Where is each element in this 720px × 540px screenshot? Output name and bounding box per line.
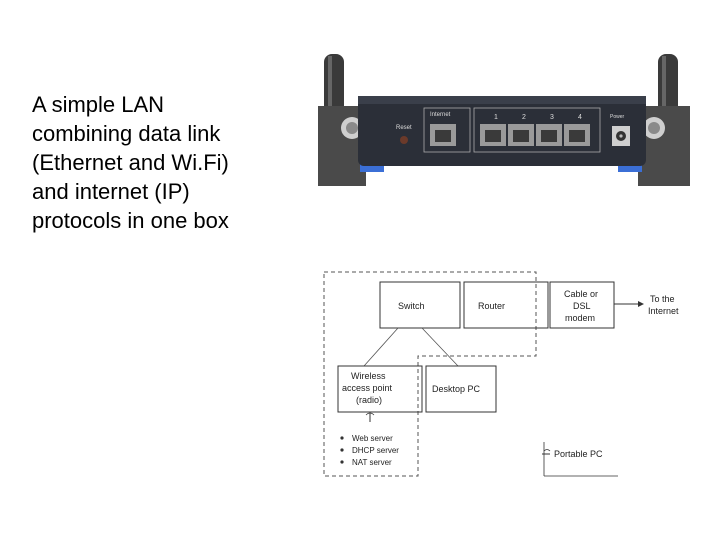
reset-label: Reset (396, 125, 412, 131)
caption: A simple LAN combining data link (Ethern… (32, 90, 302, 235)
modem-line-3: modem (565, 313, 595, 323)
right-bracket (638, 106, 690, 186)
router-photo: Reset Internet 1 2 3 4 Power (318, 54, 690, 186)
modem-box (549, 281, 615, 329)
wireless-signal-icon (365, 412, 375, 422)
port-3-label: 3 (550, 114, 554, 121)
modem-line-1: Cable or (564, 289, 598, 299)
wireless-ap-line-3: (radio) (356, 395, 382, 405)
router-label: Router (478, 301, 505, 311)
caption-line-2: combining data link (32, 121, 221, 146)
internet-line-1: To the (650, 294, 675, 304)
service-nat: NAT server (352, 458, 392, 467)
services-list: Web server DHCP server NAT server (340, 434, 399, 467)
internet-line-2: Internet (648, 306, 679, 316)
desktop-label: Desktop PC (432, 384, 481, 394)
switch-to-desktop-link (421, 327, 459, 367)
network-diagram: Switch Router Cable or DSL modem To the … (323, 271, 679, 477)
caption-line-4: and internet (IP) (32, 179, 190, 204)
wireless-ap-line-1: Wireless (351, 371, 386, 381)
portable-wireless-icon (542, 449, 551, 455)
port-2-label: 2 (522, 114, 526, 121)
portable-pc-label: Portable PC (554, 449, 603, 459)
service-dhcp: DHCP server (352, 446, 399, 455)
port-1-label: 1 (494, 114, 498, 121)
caption-line-1: A simple LAN (32, 92, 165, 117)
caption-line-5: protocols in one box (32, 208, 229, 233)
service-web: Web server (352, 434, 393, 443)
reset-button (400, 136, 408, 144)
wireless-ap-box (337, 365, 423, 413)
switch-box (379, 281, 461, 329)
caption-line-3: (Ethernet and Wi.Fi) (32, 150, 229, 175)
internet-label: Internet (430, 112, 451, 118)
desktop-box (425, 365, 497, 413)
wireless-ap-line-2: access point (342, 383, 393, 393)
router-box-boundary (323, 271, 537, 477)
switch-to-wireless-link (363, 327, 399, 367)
modem-line-2: DSL (573, 301, 591, 311)
port-4-label: 4 (578, 114, 582, 121)
switch-label: Switch (398, 301, 425, 311)
power-label: Power (610, 114, 625, 120)
router-box (463, 281, 549, 329)
